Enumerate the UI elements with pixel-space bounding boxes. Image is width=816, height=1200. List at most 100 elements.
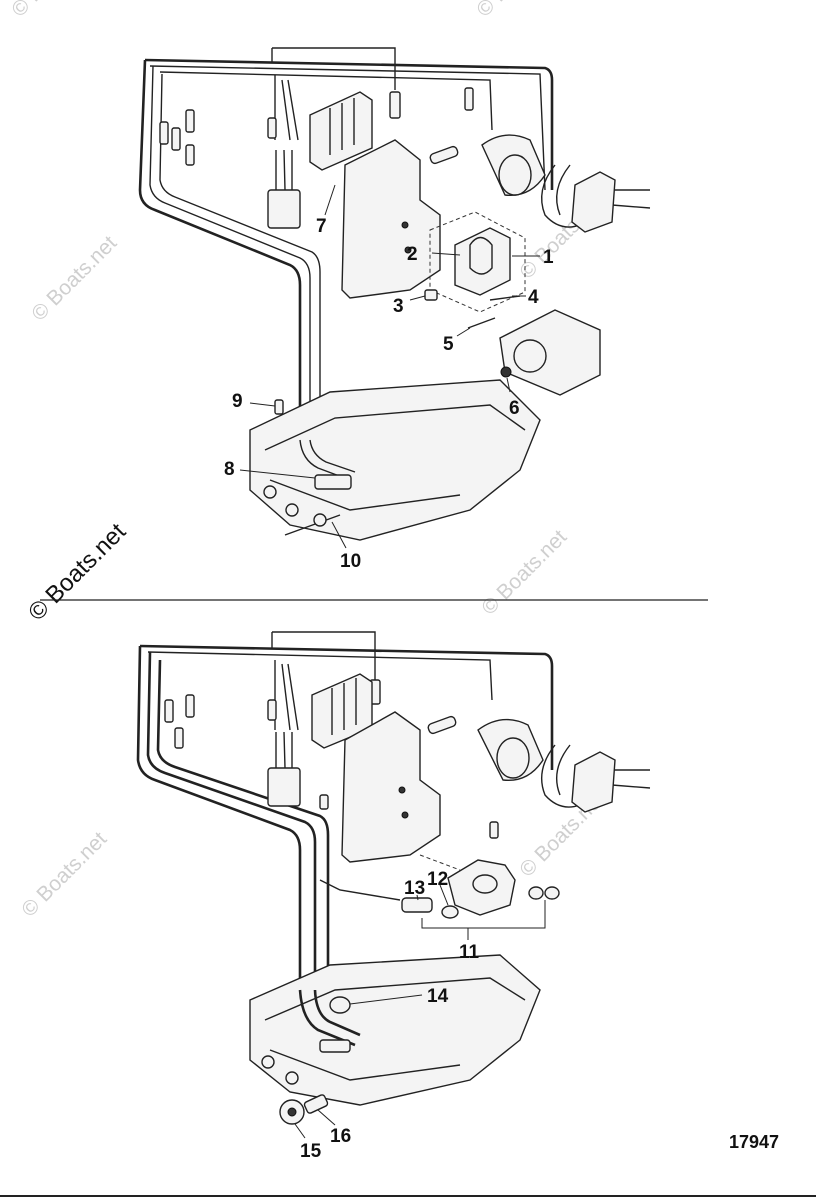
callout-10: 10: [340, 551, 361, 572]
leader-5: [456, 327, 471, 337]
leader-16: [317, 1109, 336, 1126]
callout-16: 16: [330, 1126, 351, 1147]
upper-plate-hole-2: [404, 246, 412, 254]
watermark-top-left: © Boats.net: [7, 0, 101, 22]
callout-3: 3: [393, 296, 404, 317]
upper-part-10-rod: [284, 514, 341, 536]
upper-solenoid-detail: [469, 236, 493, 275]
leader-9: [249, 402, 276, 407]
callout-13: 13: [404, 878, 425, 899]
upper-connector-c: [185, 109, 195, 133]
upper-starter-end: [498, 154, 532, 196]
lower-part-14-plug: [329, 996, 351, 1014]
upper-harness-top-run-3: [159, 71, 493, 131]
watermark-mid-right: © Boats.net: [477, 525, 571, 619]
upper-right-cable-out: [610, 189, 651, 209]
callout-15: 15: [300, 1141, 322, 1162]
lower-harness-branch-to-sensor: [319, 879, 401, 901]
upper-connector-g: [464, 87, 474, 111]
upper-engine-base-edge: [264, 404, 526, 511]
upper-harness-left-drop-2: [149, 65, 311, 440]
lower-harness-left-drop-2: [146, 651, 317, 990]
lower-starter-end: [496, 737, 530, 779]
upper-solenoid: [454, 227, 511, 296]
callout-14: 14: [427, 986, 449, 1007]
lower-harness-clip: [319, 1039, 351, 1053]
upper-part-4-screw: [489, 295, 521, 301]
callout-4: 4: [528, 287, 539, 308]
leader-10: [331, 521, 347, 549]
upper-carb-throat: [513, 339, 547, 373]
callout-2: 2: [407, 244, 418, 265]
leader-12: [439, 884, 449, 906]
lower-sensor-bracket-hole: [472, 874, 498, 894]
upper-harness-floor-run: [299, 439, 356, 481]
upper-bracket-plate: [341, 139, 441, 299]
watermark-lower-left: © Boats.net: [17, 827, 111, 921]
upper-mount-2: [285, 503, 299, 517]
lower-junction-box: [571, 751, 616, 813]
lower-mount-1: [261, 1055, 275, 1069]
upper-mount-3: [313, 513, 327, 527]
upper-callouts: 1 2 3 4 5 6 7 8 9 10: [224, 216, 554, 572]
callout-5: 5: [443, 334, 454, 355]
leader-6: [506, 377, 511, 393]
lower-wire-to-module: [274, 660, 299, 731]
upper-harness-left-drop-3: [159, 73, 321, 440]
lower-harness-top-run-2: [147, 651, 493, 701]
leader-15: [294, 1123, 306, 1139]
upper-part-3: [424, 289, 438, 301]
callout-12: 12: [427, 869, 448, 890]
callout-7: 7: [316, 216, 327, 237]
lower-plate-hole-2: [401, 811, 409, 819]
upper-junction-loop: [271, 47, 396, 90]
upper-part-8: [314, 474, 352, 490]
upper-bolt-stud: [429, 145, 459, 165]
watermark-upper-left: © Boats.net: [27, 231, 121, 325]
lower-dashed-guide: [419, 854, 461, 871]
lower-connector-d: [267, 699, 277, 721]
lower-harness-top-run: [139, 644, 554, 770]
callout-6: 6: [509, 398, 520, 419]
upper-ignition-module: [267, 189, 301, 229]
leader-7: [324, 184, 336, 216]
lower-coil-pack-fins: [331, 678, 357, 735]
lower-ignition-module: [267, 767, 301, 807]
watermark-top-mid: © Boats.net: [472, 0, 566, 22]
lower-plate-hole-1: [398, 786, 406, 794]
lower-washer-2: [544, 886, 560, 900]
watermark-strong: © Boats.net: [23, 518, 131, 626]
upper-connector-b: [171, 127, 181, 151]
upper-part-6: [500, 366, 512, 378]
lower-harness-left-drop: [136, 645, 302, 990]
lower-bracket-plate: [341, 711, 441, 863]
upper-wire-to-module: [274, 75, 299, 141]
lower-part-11-bracket-line: [421, 900, 546, 929]
leader-14: [349, 994, 423, 1005]
callout-8: 8: [224, 459, 235, 480]
lower-mount-2: [285, 1071, 299, 1085]
leader-2: [431, 252, 461, 256]
upper-connector-f: [389, 91, 401, 119]
lower-connector-c: [174, 727, 184, 749]
callout-9: 9: [232, 391, 243, 412]
upper-harness-left-drop: [138, 59, 302, 440]
lower-engine-base: [249, 954, 541, 1106]
leader-3: [409, 295, 426, 301]
lower-right-cable-out: [610, 769, 651, 789]
upper-coil-pack-fins: [329, 98, 355, 155]
callout-11: 11: [459, 942, 480, 963]
lower-right-cable: [541, 744, 581, 808]
lower-connector-a: [164, 699, 174, 723]
lower-part-15-core: [287, 1107, 297, 1117]
lower-junction-loop: [271, 631, 376, 680]
leader-8: [239, 469, 316, 479]
lower-harness-left-drop-3: [156, 659, 330, 990]
callout-1: 1: [543, 247, 554, 268]
upper-part-5-link: [467, 317, 496, 329]
leader-13: [416, 894, 419, 901]
lower-part-13-sensor: [401, 897, 433, 913]
upper-mount-1: [263, 485, 277, 499]
upper-connector-d: [185, 144, 195, 166]
